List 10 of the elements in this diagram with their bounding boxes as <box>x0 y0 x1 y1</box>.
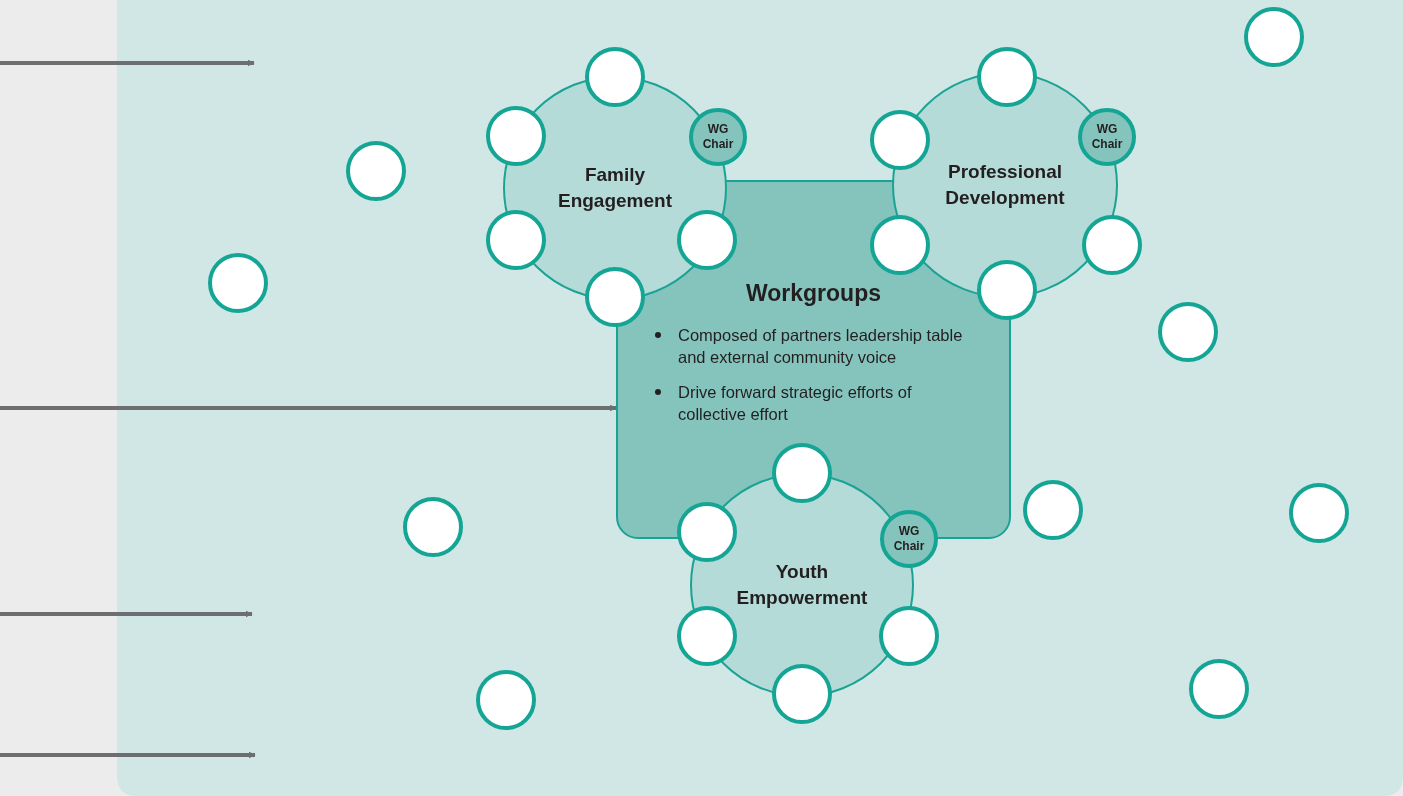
workgroup-name: Family Engagement <box>557 163 673 213</box>
workgroup-name: Youth Empowerment <box>735 560 869 610</box>
chair-label: WG Chair <box>1090 122 1124 152</box>
chair-label: WG Chair <box>892 524 926 554</box>
bullet-text: Drive forward strategic efforts of collective effort <box>678 382 913 425</box>
workgroup-name: Professional Development <box>944 160 1066 210</box>
arrow <box>0 404 617 412</box>
chair-label: WG Chair <box>701 122 735 152</box>
panel-heading: Workgroups <box>745 280 882 307</box>
bullet-text: Composed of partners leadership table and external community voice <box>678 325 964 368</box>
